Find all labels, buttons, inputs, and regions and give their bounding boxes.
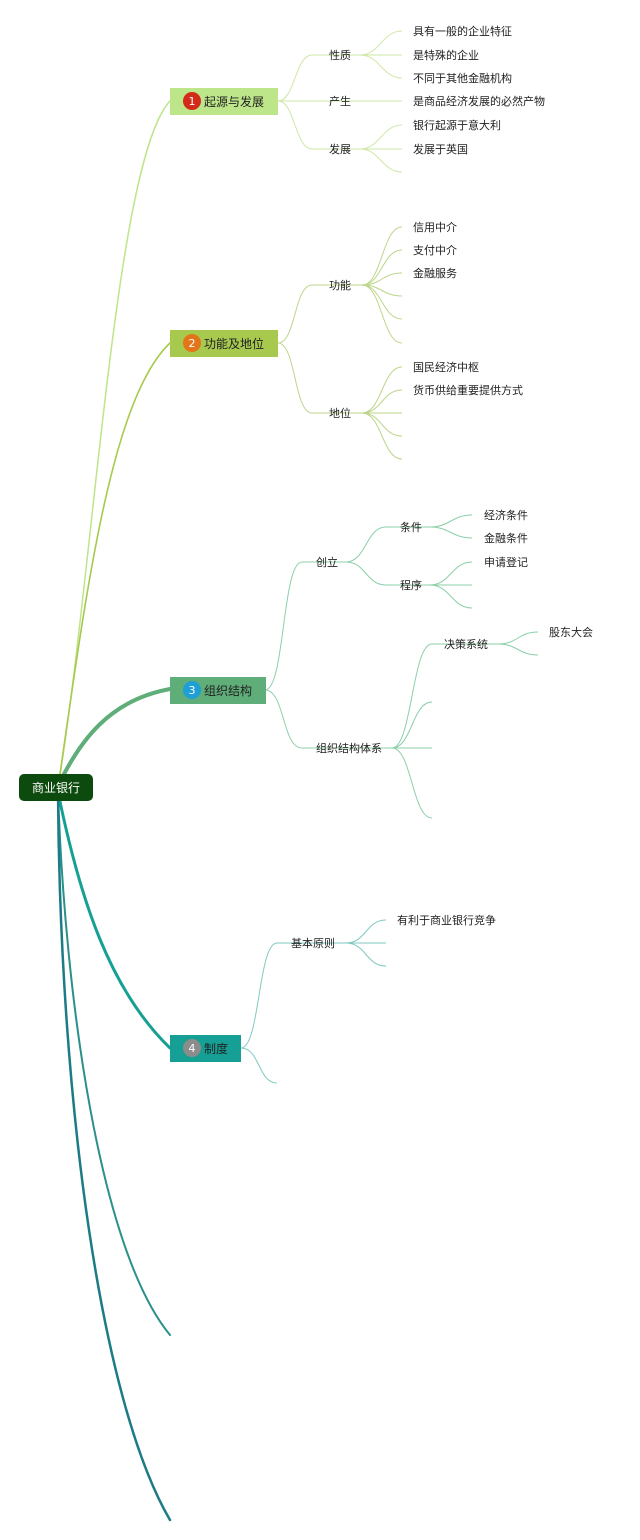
branch-3-label: 组织结构 — [204, 683, 252, 698]
branch-4-label: 制度 — [204, 1041, 228, 1056]
leaf-money-supply[interactable]: 货币供给重要提供方式 — [413, 383, 523, 397]
subtopic-diwei[interactable]: 地位 — [329, 406, 351, 420]
branch-3-line — [56, 687, 172, 788]
leaf-registration[interactable]: 申请登记 — [484, 555, 528, 569]
branch-2-line — [57, 342, 171, 789]
subtopic-org-system[interactable]: 组织结构体系 — [316, 741, 382, 755]
branch-3-subtopics: 创立 组织结构体系 条件 程序 经济条件 金融条件 申请登记 决策系统 股东大会 — [316, 508, 593, 755]
leaf-enterprise-features[interactable]: 具有一般的企业特征 — [413, 24, 512, 38]
branch-4-box — [170, 1035, 241, 1062]
main-branches — [56, 100, 172, 1522]
branch-2-subtopics: 功能 地位 信用中介 支付中介 金融服务 国民经济中枢 货币供给重要提供方式 — [329, 221, 523, 420]
branch-1-subtopics: 性质 产生 发展 具有一般的企业特征 是特殊的企业 不同于其他金融机构 是商品经… — [329, 24, 545, 156]
root-box — [19, 774, 93, 801]
subtopic-fazhan[interactable]: 发展 — [329, 142, 351, 156]
trail-branch-1-line — [57, 791, 171, 1336]
branch-3-connectors — [170, 514, 539, 819]
subtopic-conditions[interactable]: 条件 — [400, 520, 422, 534]
branch-1-line — [57, 100, 171, 789]
branch-2-connectors — [170, 226, 403, 460]
leaf-competition[interactable]: 有利于商业银行竞争 — [397, 913, 496, 927]
branch-1-connectors — [170, 30, 403, 173]
badge-1-number: 1 — [189, 95, 196, 108]
leaf-economic-conditions[interactable]: 经济条件 — [484, 508, 528, 522]
badge-3-icon — [183, 681, 201, 699]
branch-4-line — [56, 790, 172, 1050]
leaf-financial-conditions[interactable]: 金融条件 — [484, 531, 528, 545]
leaf-different-institutions[interactable]: 不同于其他金融机构 — [413, 71, 512, 85]
branch-3-topic[interactable]: 3 组织结构 — [170, 677, 266, 704]
badge-2-number: 2 — [189, 337, 196, 350]
badge-2-icon — [183, 334, 201, 352]
leaf-economy-hub[interactable]: 国民经济中枢 — [413, 360, 479, 374]
root-label: 商业银行 — [32, 780, 80, 795]
badge-4-icon — [183, 1039, 201, 1057]
leaf-payment-intermediary[interactable]: 支付中介 — [413, 244, 457, 257]
leaf-financial-services[interactable]: 金融服务 — [413, 266, 457, 280]
branch-2-topic[interactable]: 2 功能及地位 — [170, 330, 278, 357]
leaf-economic-product[interactable]: 是商品经济发展的必然产物 — [413, 94, 545, 108]
branch-4-topic[interactable]: 4 制度 — [170, 1035, 241, 1062]
subtopic-basic-principles[interactable]: 基本原则 — [291, 936, 335, 950]
trail-branch-2-line — [56, 790, 172, 1522]
badge-3-number: 3 — [189, 684, 196, 697]
leaf-credit-intermediary[interactable]: 信用中介 — [413, 221, 457, 234]
badge-1-icon — [183, 92, 201, 110]
branch-1-topic[interactable]: 1 起源与发展 — [170, 88, 278, 115]
branch-1-label: 起源与发展 — [204, 94, 264, 109]
subtopic-decision-system[interactable]: 决策系统 — [444, 637, 488, 651]
branch-2-label: 功能及地位 — [204, 336, 264, 351]
leaf-shareholders-meeting[interactable]: 股东大会 — [549, 625, 593, 639]
leaf-develop-england[interactable]: 发展于英国 — [413, 142, 468, 156]
subtopic-procedure[interactable]: 程序 — [400, 578, 422, 592]
subtopic-chuangli[interactable]: 创立 — [316, 555, 338, 569]
subtopic-xingzhi[interactable]: 性质 — [329, 48, 351, 62]
root-topic[interactable]: 商业银行 — [19, 774, 93, 801]
subtopic-chansheng[interactable]: 产生 — [329, 94, 351, 108]
leaf-special-enterprise[interactable]: 是特殊的企业 — [413, 48, 479, 62]
branch-4-subtopics: 基本原则 有利于商业银行竞争 — [291, 913, 496, 950]
leaf-origin-italy[interactable]: 银行起源于意大利 — [413, 118, 501, 132]
badge-4-number: 4 — [189, 1042, 196, 1055]
subtopic-gongneng[interactable]: 功能 — [329, 278, 351, 292]
